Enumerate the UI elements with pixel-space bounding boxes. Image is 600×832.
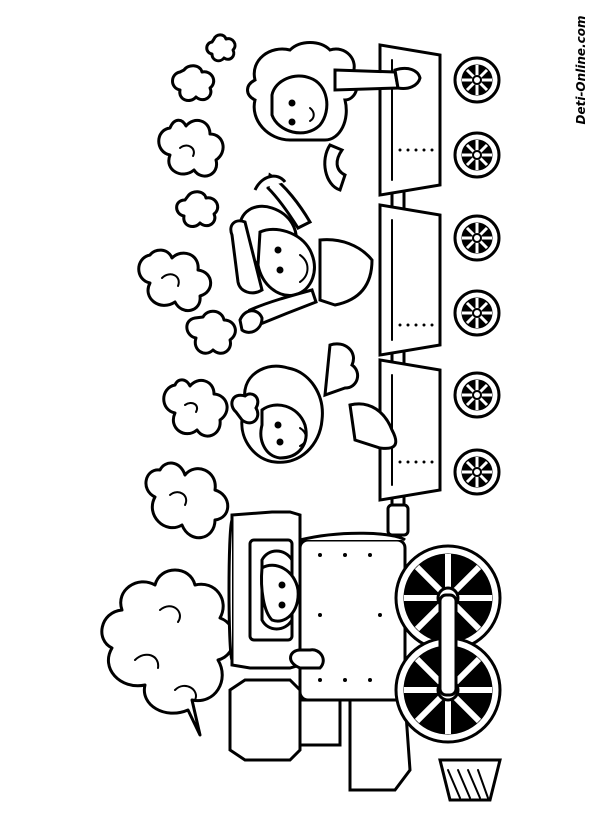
steam-cloud-8 (171, 64, 216, 102)
child-curly-hair (246, 41, 422, 192)
connecting-rod (438, 593, 458, 697)
wheel-icon (453, 289, 501, 337)
steam-cloud-5 (137, 248, 213, 312)
steam-cloud-3 (162, 378, 229, 438)
steam-cloud-4 (185, 309, 237, 355)
wheel-icon (453, 214, 501, 262)
wheel-icon (453, 56, 501, 104)
child-with-cap (229, 172, 374, 334)
wheel-icon (453, 448, 501, 496)
steam-clouds (100, 33, 237, 737)
watermark-logo: Deti-Online.com (570, 10, 592, 130)
steam-cloud-2 (144, 461, 230, 540)
steam-cloud-6 (175, 190, 220, 228)
child-with-bow (230, 342, 398, 464)
train-car-3 (378, 358, 442, 502)
steam-cloud-9 (205, 33, 237, 63)
steam-cloud-7 (157, 118, 225, 178)
steam-cloud-large (100, 568, 236, 737)
watermark-text: Deti-Online.com (574, 15, 588, 125)
train-car-2 (378, 203, 442, 357)
locomotive (227, 510, 502, 802)
wheel-icon (453, 131, 501, 179)
wheel-icon (453, 371, 501, 419)
locomotive-wheels (394, 544, 502, 744)
wagon-wheels (453, 56, 501, 496)
